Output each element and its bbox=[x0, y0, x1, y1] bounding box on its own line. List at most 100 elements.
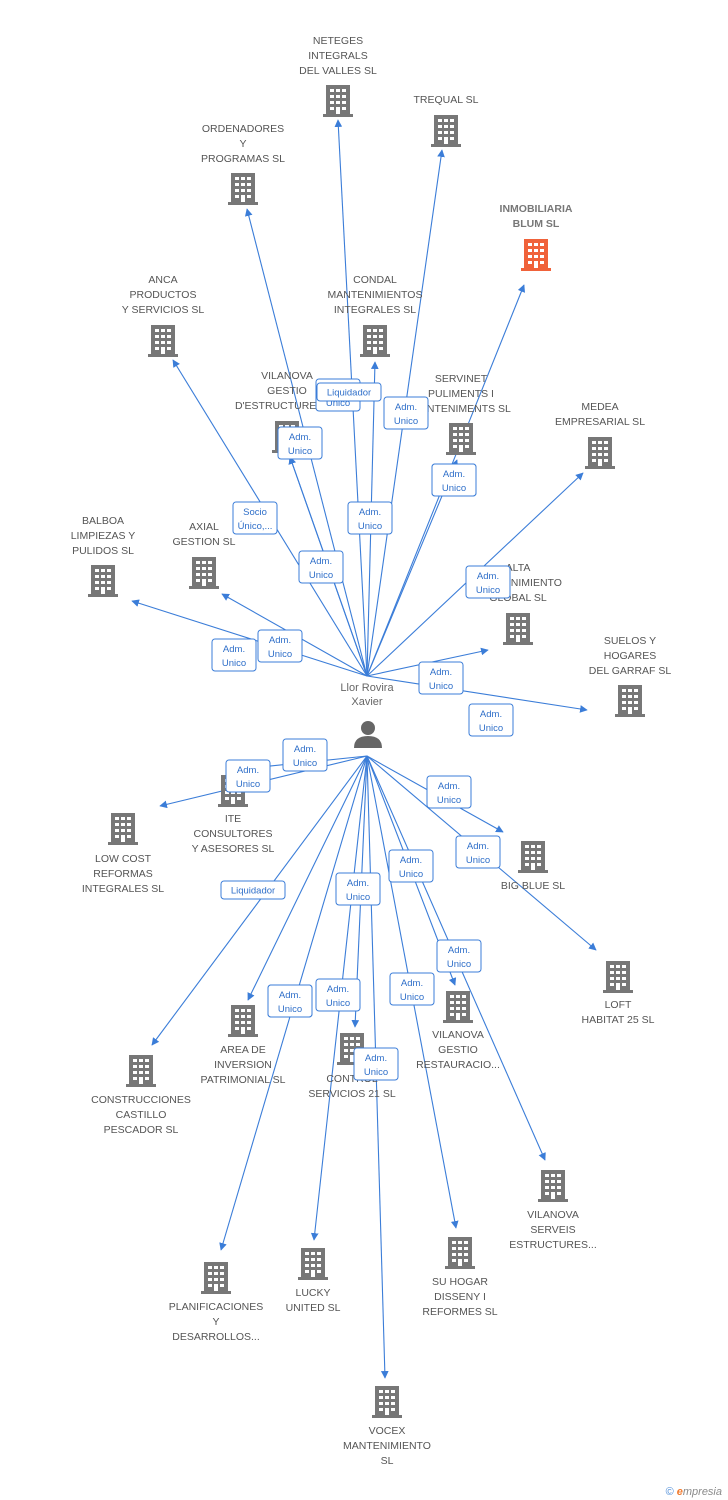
building-icon bbox=[228, 173, 258, 205]
edge-label-text: Adm. bbox=[395, 402, 417, 413]
company-node-bigblue[interactable]: BIG BLUE SL bbox=[501, 841, 565, 892]
person-node[interactable]: Llor Rovira Xavier bbox=[340, 682, 394, 748]
company-name-line: PULIDOS SL bbox=[72, 545, 134, 557]
edge-label-box bbox=[315, 978, 361, 1012]
edge-label-suhogar[interactable]: Adm.Unico bbox=[389, 972, 435, 1006]
company-name-line: VOCEX bbox=[369, 1425, 406, 1437]
edge-label-ordenadores[interactable]: Liquidador bbox=[316, 382, 382, 402]
edge-label-vilanova-rest[interactable]: Adm.Unico bbox=[436, 939, 482, 973]
company-node-vilanova-gestio[interactable]: VILANOVA GESTIO D'ESTRUCTURES SL bbox=[235, 370, 339, 453]
building-icon bbox=[521, 239, 551, 271]
company-name-line: SU HOGAR bbox=[432, 1276, 488, 1288]
company-name-line: AXIAL bbox=[189, 521, 219, 533]
edge-label-loft[interactable]: Adm.Unico bbox=[426, 775, 472, 809]
building-icon bbox=[446, 423, 476, 455]
company-name-line: VILANOVA bbox=[261, 370, 313, 382]
company-name-line: ANCA bbox=[148, 274, 177, 286]
building-icon bbox=[603, 961, 633, 993]
edge-label-lucky[interactable]: Adm.Unico bbox=[335, 872, 381, 906]
footer-brand: © empresia bbox=[666, 1486, 722, 1498]
company-name-line: MANTENIMENTS SL bbox=[411, 403, 511, 415]
edge-label-construcciones[interactable]: Liquidador bbox=[220, 880, 286, 900]
company-name-line: LOFT bbox=[605, 999, 632, 1011]
edge-label-text: Adm. bbox=[467, 841, 489, 852]
company-name-line: VILANOVA bbox=[432, 1029, 484, 1041]
edge-label-medea[interactable]: Adm.Unico bbox=[465, 565, 511, 599]
edge-label-vilanova-gestio[interactable]: Adm.Unico bbox=[277, 426, 323, 460]
company-node-planificaciones[interactable]: PLANIFICACIONESYDESARROLLOS... bbox=[169, 1262, 264, 1343]
company-name-line: GESTIO bbox=[267, 385, 307, 397]
edge-label-planificaciones[interactable]: Adm.Unico bbox=[267, 984, 313, 1018]
edge-label-text: Unico bbox=[399, 869, 423, 880]
company-name-line: EMPRESARIAL SL bbox=[555, 416, 645, 428]
company-name-line: SERVINET bbox=[435, 373, 488, 385]
edge-label-text: Unico bbox=[222, 658, 246, 669]
edge-label-servinet[interactable]: Adm.Unico bbox=[431, 463, 477, 497]
edge-label-text: Unico bbox=[447, 959, 471, 970]
edge-label-text: Unico bbox=[346, 892, 370, 903]
edge-label-control[interactable]: Adm.Unico bbox=[315, 978, 361, 1012]
company-name-line: PROGRAMAS SL bbox=[201, 153, 285, 165]
edge-label-box bbox=[298, 550, 344, 584]
edge-label-condal[interactable]: Adm.Unico bbox=[347, 501, 393, 535]
edge-label-bigblue[interactable]: Adm.Unico bbox=[455, 835, 501, 869]
company-name-line: ORDENADORES bbox=[202, 123, 284, 135]
edge-line-construcciones bbox=[151, 755, 368, 1046]
edge-label-box bbox=[436, 939, 482, 973]
edge-label-box bbox=[431, 463, 477, 497]
edge-label-vilanova-serv[interactable]: Adm.Unico bbox=[388, 849, 434, 883]
edge-label-text: Adm. bbox=[310, 556, 332, 567]
company-name-line: SUELOS Y bbox=[604, 635, 656, 647]
company-node-vilanova-rest[interactable]: VILANOVAGESTIORESTAURACIO... bbox=[416, 991, 500, 1071]
edge-label-text: Unico bbox=[358, 521, 382, 532]
edge-label-ite[interactable]: Adm.Unico bbox=[282, 738, 328, 772]
building-icon bbox=[615, 685, 645, 717]
company-name-line: SERVEIS bbox=[530, 1224, 575, 1236]
edge-label-text: Adm. bbox=[223, 644, 245, 655]
edge-label-box bbox=[257, 629, 303, 663]
company-name-line: DEL VALLES SL bbox=[299, 65, 377, 77]
copyright-icon: © bbox=[665, 1486, 674, 1498]
edge-label-text: Unico bbox=[326, 998, 350, 1009]
company-name-line: LIMPIEZAS Y bbox=[71, 530, 136, 542]
edge-label-balboa[interactable]: Adm. Unico bbox=[211, 638, 257, 672]
edge-label-text: Unico bbox=[364, 1067, 388, 1078]
edge-label-vocex[interactable]: Adm.Unico bbox=[353, 1047, 399, 1081]
edge-label-anca[interactable]: SocioÚnico,... bbox=[232, 501, 278, 535]
edge-label-trequal[interactable]: Adm.Unico bbox=[383, 396, 429, 430]
edge-label-vilanova-gestio[interactable]: Adm.Unico bbox=[298, 550, 344, 584]
edge-label-alta[interactable]: Adm.Unico bbox=[418, 661, 464, 695]
company-node-vilanova-serv[interactable]: VILANOVASERVEISESTRUCTURES... bbox=[509, 1170, 597, 1251]
edge-label-suelos[interactable]: Adm.Unico bbox=[468, 703, 514, 737]
company-name-line: CONSULTORES bbox=[194, 828, 273, 840]
edge-label-text: Unico bbox=[479, 723, 503, 734]
company-name-line: BALBOA bbox=[82, 515, 124, 527]
company-name-line: BLUM SL bbox=[513, 218, 560, 230]
edge-label-text: Unico bbox=[437, 795, 461, 806]
edge-label-lowcost[interactable]: Adm.Unico bbox=[225, 759, 271, 793]
company-name-line: GESTIO bbox=[438, 1044, 478, 1056]
company-name-line: D'ESTRUCTURES SL bbox=[235, 400, 339, 412]
company-name-line: BIG BLUE SL bbox=[501, 880, 565, 892]
company-name-line: ITE bbox=[225, 813, 241, 825]
edge-label-axial[interactable]: Adm.Unico bbox=[257, 629, 303, 663]
company-node-trequal[interactable]: TREQUAL SL bbox=[414, 94, 479, 147]
company-node-balboa[interactable]: BALBOA LIMPIEZAS Y PULIDOS SL bbox=[71, 515, 136, 597]
